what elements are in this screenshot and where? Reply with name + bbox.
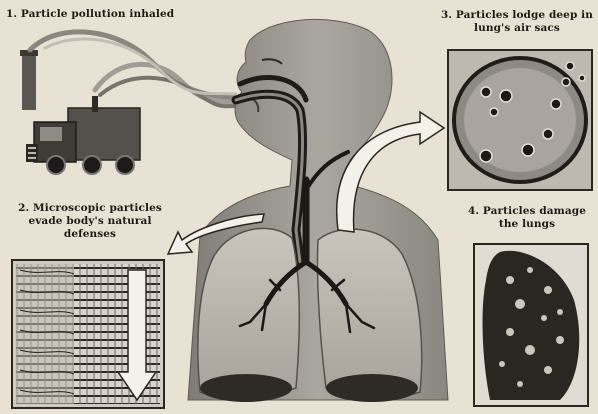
- cilia-inset: [12, 260, 164, 408]
- right-lung-base: [326, 374, 418, 402]
- smoke-plumes: [30, 32, 236, 106]
- air-sac-inset: [448, 50, 592, 190]
- caption-step-2: 2. Microscopic particles evade body's na…: [10, 202, 170, 241]
- smokestack: [20, 50, 38, 110]
- left-lung-base: [200, 374, 292, 402]
- truck-icon: [26, 96, 140, 174]
- caption-step-3: 3. Particles lodge deep in lung's air sa…: [440, 9, 594, 35]
- caption-step-1: 1. Particle pollution inhaled: [6, 8, 266, 21]
- caption-step-4: 4. Particles damage the lungs: [458, 205, 596, 231]
- damaged-lung-inset: [474, 244, 588, 406]
